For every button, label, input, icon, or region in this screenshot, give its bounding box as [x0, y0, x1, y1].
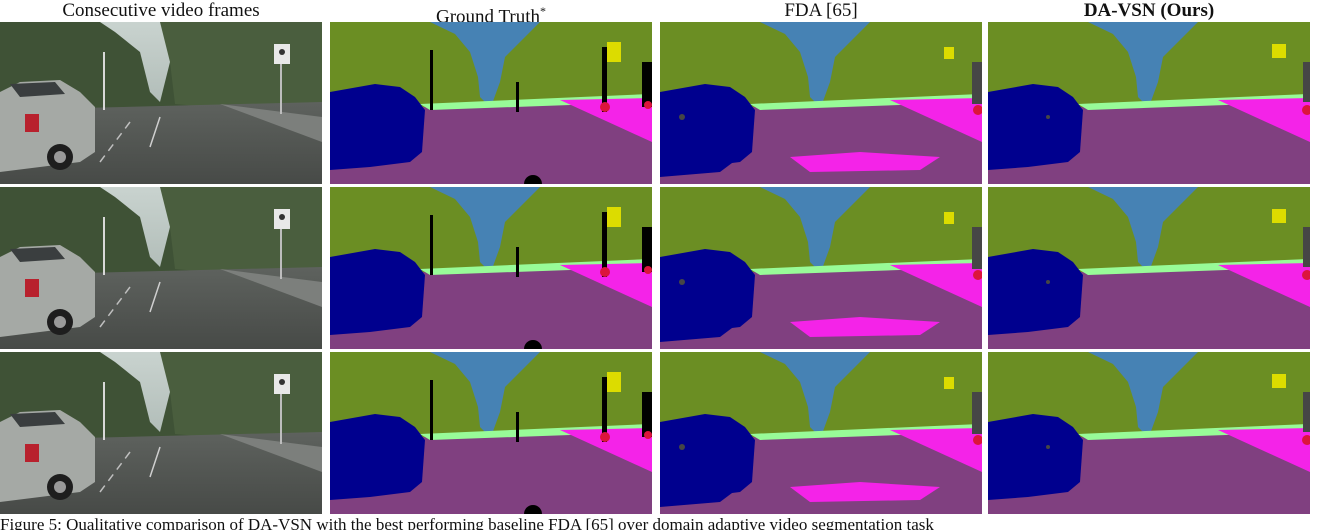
- gt-frame: [330, 187, 652, 349]
- column-header-ours: DA-VSN (Ours): [1083, 0, 1215, 21]
- gt-image-row-3: [330, 352, 652, 514]
- ours-image-row-3: [988, 352, 1310, 514]
- figure-caption: Figure 5: Qualitative comparison of DA-V…: [0, 515, 934, 530]
- gt-frame: [330, 22, 652, 184]
- rgb-image-row-1: [0, 22, 322, 184]
- column-header-frames: Consecutive video frames: [62, 0, 260, 21]
- ground-truth-superscript: *: [540, 4, 546, 18]
- rgb-image-row-3: [0, 352, 322, 514]
- ours-frame: [988, 352, 1310, 514]
- fda-image-row-2: [660, 187, 982, 349]
- column-header-fda: FDA [65]: [784, 0, 858, 21]
- rgb-frame: [0, 22, 322, 184]
- rgb-image-row-2: [0, 187, 322, 349]
- fda-image-row-3: [660, 352, 982, 514]
- fda-frame: [660, 22, 982, 184]
- ours-image-row-2: [988, 187, 1310, 349]
- rgb-frame: [0, 352, 322, 514]
- gt-image-row-1: [330, 22, 652, 184]
- ours-frame: [988, 22, 1310, 184]
- gt-image-row-2: [330, 187, 652, 349]
- ours-image-row-1: [988, 22, 1310, 184]
- fda-frame: [660, 187, 982, 349]
- fda-image-row-1: [660, 22, 982, 184]
- column-header-ground-truth: Ground Truth*: [330, 0, 652, 27]
- ours-frame: [988, 187, 1310, 349]
- rgb-frame: [0, 187, 322, 349]
- fda-frame: [660, 352, 982, 514]
- gt-frame: [330, 352, 652, 514]
